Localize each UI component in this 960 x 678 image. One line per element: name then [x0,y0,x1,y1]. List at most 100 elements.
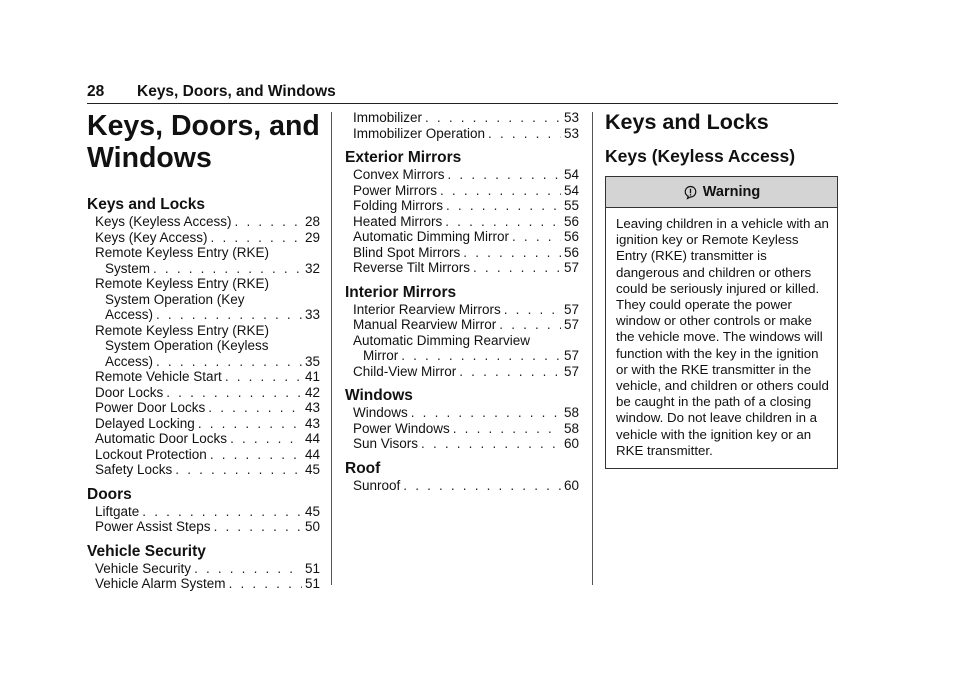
toc-entry[interactable]: Remote Keyless Entry (RKE)System Operati… [87,276,320,323]
toc-entry-text: Access) [105,307,154,322]
toc-entry[interactable]: Remote Keyless Entry (RKE)System Operati… [87,323,320,370]
toc-section-heading[interactable]: Roof [345,459,381,477]
toc-entry[interactable]: Lockout Protection44 [87,447,320,463]
leader-dots [403,478,561,494]
toc-entry-list: Windows58Power Windows58Sun Visors 60 [345,405,579,452]
leader-dots [448,167,561,183]
toc-entry[interactable]: Remote Vehicle Start41 [87,369,320,385]
toc-entry[interactable]: Remote Keyless Entry (RKE)System32 [87,245,320,276]
toc-page-number: 58 [563,420,579,436]
toc-section-heading[interactable]: Windows [345,387,413,404]
content-column: Keys and Locks Keys (Keyless Access) War… [605,110,838,470]
toc-entry[interactable]: Safety Locks45 [87,462,320,478]
toc-page-number: 42 [304,384,320,400]
leader-dots [156,354,302,370]
toc-entry[interactable]: Folding Mirrors55 [345,198,579,214]
toc-page-number: 33 [304,307,320,322]
leader-dots [235,214,302,230]
toc-entry[interactable]: Vehicle Security 51 [87,561,320,577]
toc-entry[interactable]: Heated Mirrors56 [345,214,579,230]
toc-page-number: 54 [563,182,579,198]
toc-page-number: 57 [563,363,579,379]
warning-text: Leaving children in a vehicle with an ig… [616,216,829,458]
toc-entry[interactable]: Keys (Keyless Access)28 [87,214,320,230]
toc-page-number: 55 [563,198,579,213]
toc-entry[interactable]: Immobilizer53 [345,110,579,126]
toc-entry-text: Delayed Locking [95,415,195,431]
toc-entry[interactable]: Windows58 [345,405,579,421]
toc-entry[interactable]: Liftgate45 [87,504,320,520]
toc-page-number: 45 [304,462,320,477]
toc-entry-text: Reverse Tilt Mirrors [353,260,471,275]
toc-entry-text: Convex Mirrors [353,167,445,182]
toc-entry[interactable]: Automatic Door Locks44 [87,431,320,447]
toc-entry-text: Access) [105,353,154,369]
toc-entry-text: Blind Spot Mirrors [353,244,461,260]
warning-label: Warning [702,184,761,200]
toc-entry[interactable]: Automatic Dimming RearviewMirror57 [345,333,579,364]
toc-section-heading[interactable]: Doors [87,485,132,503]
toc-section-heading[interactable]: Exterior Mirrors [345,149,462,166]
toc-entry-list: Convex Mirrors54Power Mirrors54Folding M… [345,167,579,276]
toc-entry-text: System Operation (Keyless [105,338,269,353]
toc-entry[interactable]: Immobilizer Operation 53 [345,126,579,142]
toc-section-heading[interactable]: Vehicle Security [87,542,206,560]
toc-entry[interactable]: Convex Mirrors54 [345,167,579,183]
toc-continued-entries: Immobilizer53Immobilizer Operation 53 [345,110,579,141]
toc-entry[interactable]: Blind Spot Mirrors56 [345,245,579,261]
leader-dots [473,260,561,276]
toc-entry[interactable]: Child-View Mirror57 [345,364,579,380]
toc-entry[interactable]: Keys (Key Access)29 [87,230,320,246]
column-divider-2 [592,112,593,585]
toc-entry-text: Keys (Key Access) [95,229,208,245]
warning-header: Warning [606,177,837,208]
toc-entry[interactable]: Reverse Tilt Mirrors 57 [345,260,579,276]
leader-dots [401,348,561,364]
toc-section-heading[interactable]: Interior Mirrors [345,283,457,301]
toc-entry-list: Liftgate45Power Assist Steps50 [87,504,320,535]
toc-entry[interactable]: Sun Visors 60 [345,436,579,452]
toc-entry-text: Vehicle Security [95,560,192,576]
toc-page-number: 35 [304,353,320,369]
toc-entry[interactable]: Vehicle Alarm System51 [87,576,320,592]
toc-page-number: 56 [563,229,579,244]
toc-entry[interactable]: Door Locks42 [87,385,320,401]
toc-entry[interactable]: Interior Rearview Mirrors57 [345,302,579,318]
toc-entry[interactable]: Automatic Dimming Mirror56 [345,229,579,245]
toc-page-number: 51 [304,560,320,576]
toc-page-number: 57 [563,348,579,363]
toc-entry-text: Immobilizer Operation [353,125,486,141]
toc-section-heading[interactable]: Keys and Locks [87,196,206,213]
toc-page-number: 57 [563,260,579,275]
toc-entry[interactable]: Power Windows58 [345,421,579,437]
toc-entry[interactable]: Power Assist Steps50 [87,519,320,535]
toc-page-number: 43 [304,415,320,431]
running-chapter-title: Keys, Doors, and Windows [137,83,336,100]
leader-dots [459,364,561,380]
toc-page-number: 41 [304,369,320,384]
leader-dots [214,519,302,535]
toc-entry-text: Automatic Door Locks [95,431,228,446]
column-divider-1 [331,112,332,585]
toc-page-number: 60 [563,436,579,451]
toc-entry[interactable]: Power Mirrors54 [345,183,579,199]
toc-entry-text: Lockout Protection [95,446,207,462]
leader-dots [421,436,561,452]
toc-entry-list: Interior Rearview Mirrors57Manual Rearvi… [345,302,579,380]
leader-dots [463,245,561,261]
toc-entry-text: System [105,260,151,276]
toc-entry-text: Power Door Locks [95,400,206,415]
toc-entry[interactable]: Manual Rearview Mirror57 [345,317,579,333]
toc-page-number: 57 [563,301,579,317]
toc-entry-text: Remote Keyless Entry (RKE) [95,322,270,338]
warning-box: Warning Leaving children in a vehicle wi… [605,176,838,470]
leader-dots [446,198,561,214]
toc-entry-text: Sun Visors [353,436,419,451]
toc-entry[interactable]: Delayed Locking 43 [87,416,320,432]
toc-page-number: 53 [563,125,579,141]
toc-entry[interactable]: Sunroof60 [345,478,579,494]
leader-dots [142,504,302,520]
toc-entry[interactable]: Power Door Locks43 [87,400,320,416]
toc-page-number: 56 [563,213,579,229]
